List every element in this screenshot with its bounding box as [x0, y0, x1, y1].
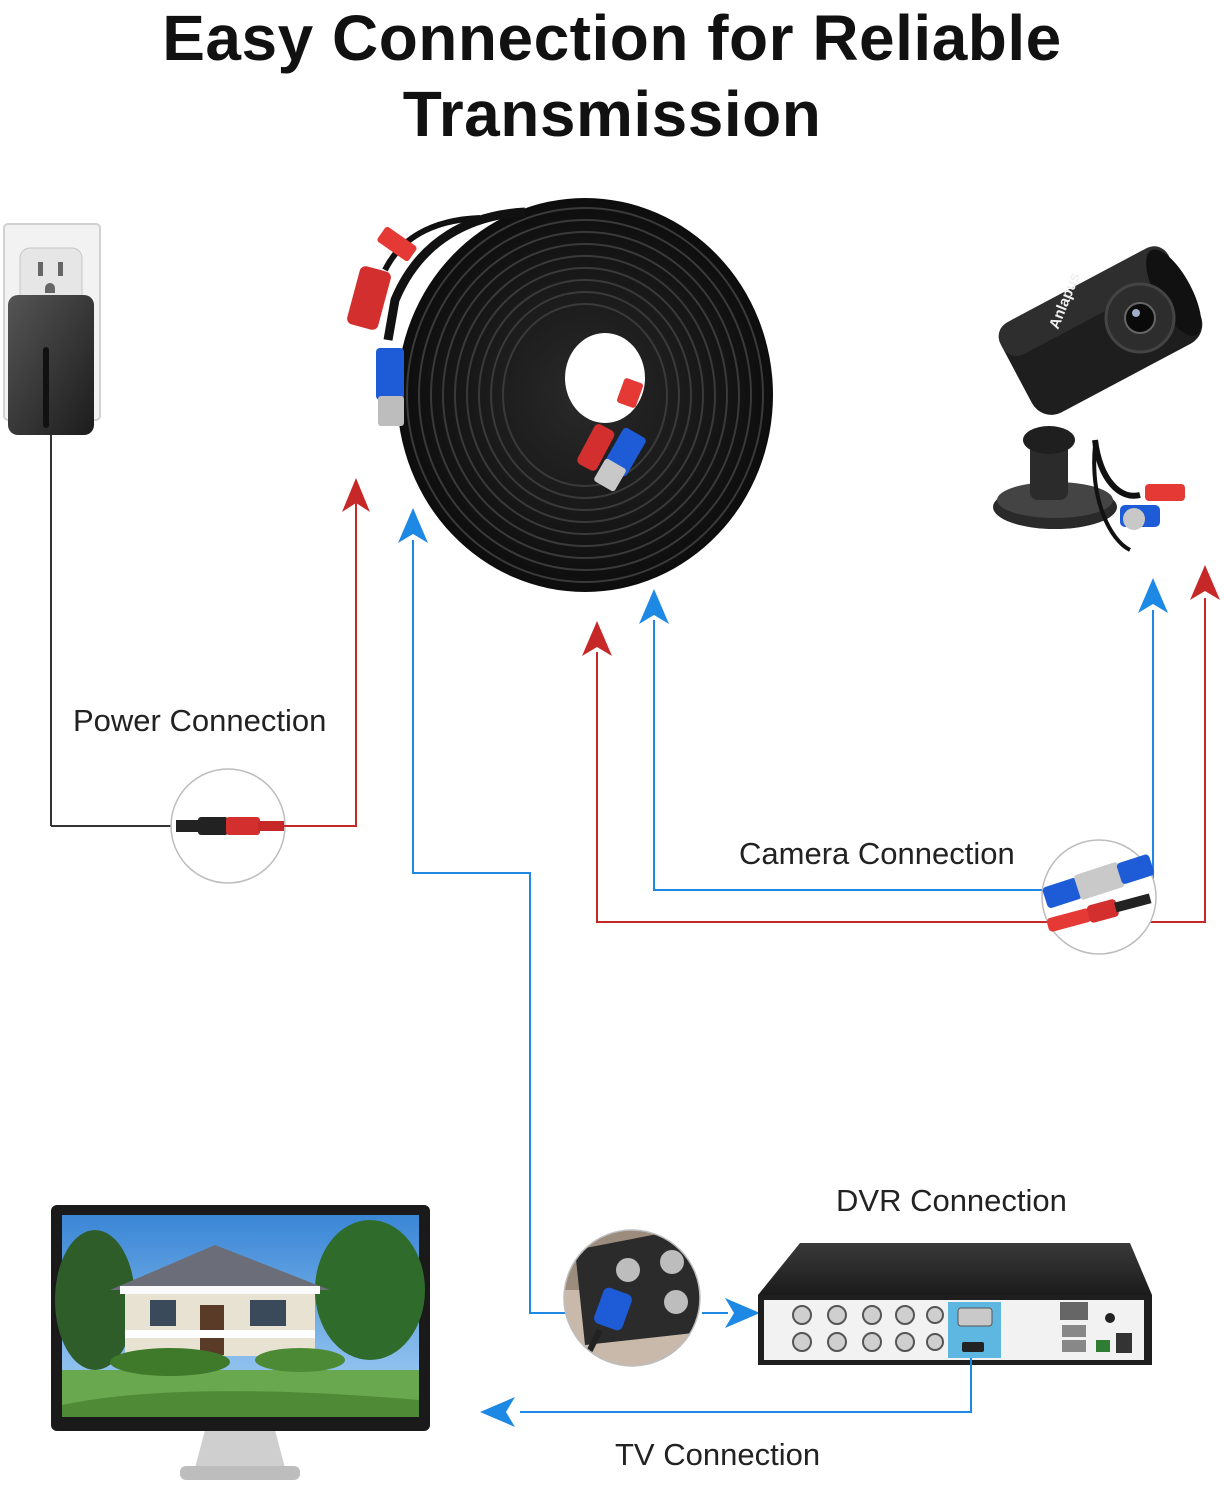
- camera-connection-label: Camera Connection: [739, 836, 1015, 871]
- dvr-connector-detail: [563, 1229, 701, 1367]
- page-title: Easy Connection for Reliable Transmissio…: [0, 0, 1224, 152]
- tv-connection-label: TV Connection: [615, 1437, 821, 1472]
- power-adapter-icon: [8, 295, 94, 826]
- dvr-connection-label: DVR Connection: [836, 1183, 1067, 1218]
- power-arrow-icon: [342, 478, 370, 512]
- dvr-input-arrow-icon: [725, 1298, 760, 1328]
- tv-arrow-icon: [480, 1397, 515, 1427]
- power-connection-label: Power Connection: [73, 703, 327, 738]
- camera-video-arrow-icon: [1138, 578, 1168, 613]
- coiled-bnc-cable-icon: [347, 198, 773, 592]
- title-line-1: Easy Connection for Reliable: [162, 2, 1062, 74]
- coil-dvr-arrow-icon: [398, 508, 428, 543]
- coil-video-arrow-icon: [639, 589, 669, 624]
- camera-power-arrow-icon: [1190, 565, 1220, 600]
- monitor-icon: [51, 1205, 430, 1480]
- power-connector-detail: [170, 768, 286, 884]
- dvr-icon: [758, 1243, 1152, 1365]
- bullet-camera-icon: Anlapus: [993, 246, 1203, 552]
- title-line-2: Transmission: [402, 78, 822, 150]
- coil-power-arrow-icon: [582, 621, 612, 656]
- camera-connector-detail: [1041, 839, 1157, 955]
